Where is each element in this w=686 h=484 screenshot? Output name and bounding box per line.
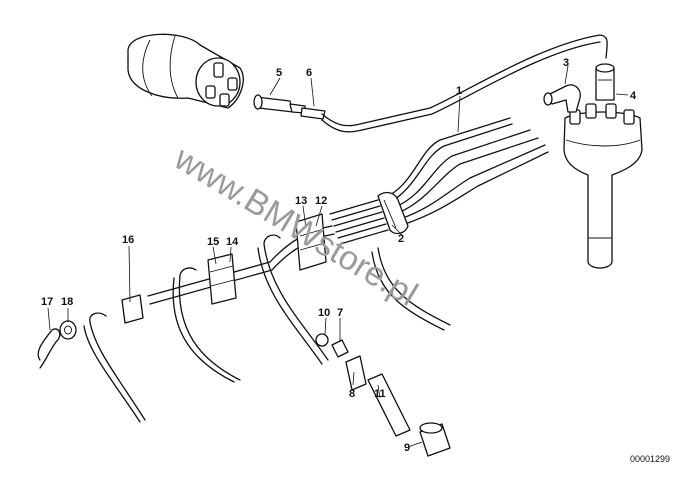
- callout-6: 6: [306, 67, 312, 79]
- callout-7: 7: [337, 307, 343, 319]
- watermark: www.BMWstore.pl: [167, 139, 424, 314]
- callout-16: 16: [122, 234, 134, 246]
- plug-parts: [315, 333, 451, 457]
- callout-2: 2: [398, 233, 404, 245]
- spark-plug-leads: [83, 225, 451, 423]
- lead-bundle: [329, 117, 549, 245]
- clamp-17: [37, 328, 61, 369]
- callout-14: 14: [226, 236, 239, 248]
- lead-clip-16: [121, 294, 144, 324]
- callout-12: 12: [315, 195, 327, 207]
- callout-4: 4: [630, 90, 637, 102]
- coil-lead-boot: [253, 94, 326, 120]
- lead-clip-14-15: [207, 253, 237, 305]
- callout-11: 11: [374, 388, 386, 400]
- diagram-number: 00001299: [630, 454, 670, 464]
- coil-high-tension-lead: [321, 34, 608, 133]
- distributor: [563, 103, 643, 269]
- lead-holder: [377, 191, 409, 235]
- callout-8: 8: [349, 388, 355, 400]
- ignition-coil: [127, 33, 244, 109]
- spark-plug-connector-elbow: [543, 84, 581, 113]
- callout-1: 1: [456, 85, 462, 97]
- callout-18: 18: [61, 296, 73, 308]
- callout-13: 13: [295, 195, 307, 207]
- callout-17: 17: [41, 296, 53, 308]
- callout-numbers: 1 2 3 4 5 6 7 8 9 10 11 12 13 14 15 16 1…: [41, 57, 637, 454]
- distributor-plug-straight: [595, 63, 615, 101]
- lead-clip-12-13: [295, 213, 327, 271]
- callout-3: 3: [563, 57, 569, 69]
- leader-lines: [47, 65, 629, 448]
- callout-9: 9: [404, 442, 410, 454]
- grommet-18: [59, 320, 77, 340]
- callout-10: 10: [318, 307, 330, 319]
- callout-15: 15: [207, 236, 219, 248]
- callout-5: 5: [276, 67, 282, 79]
